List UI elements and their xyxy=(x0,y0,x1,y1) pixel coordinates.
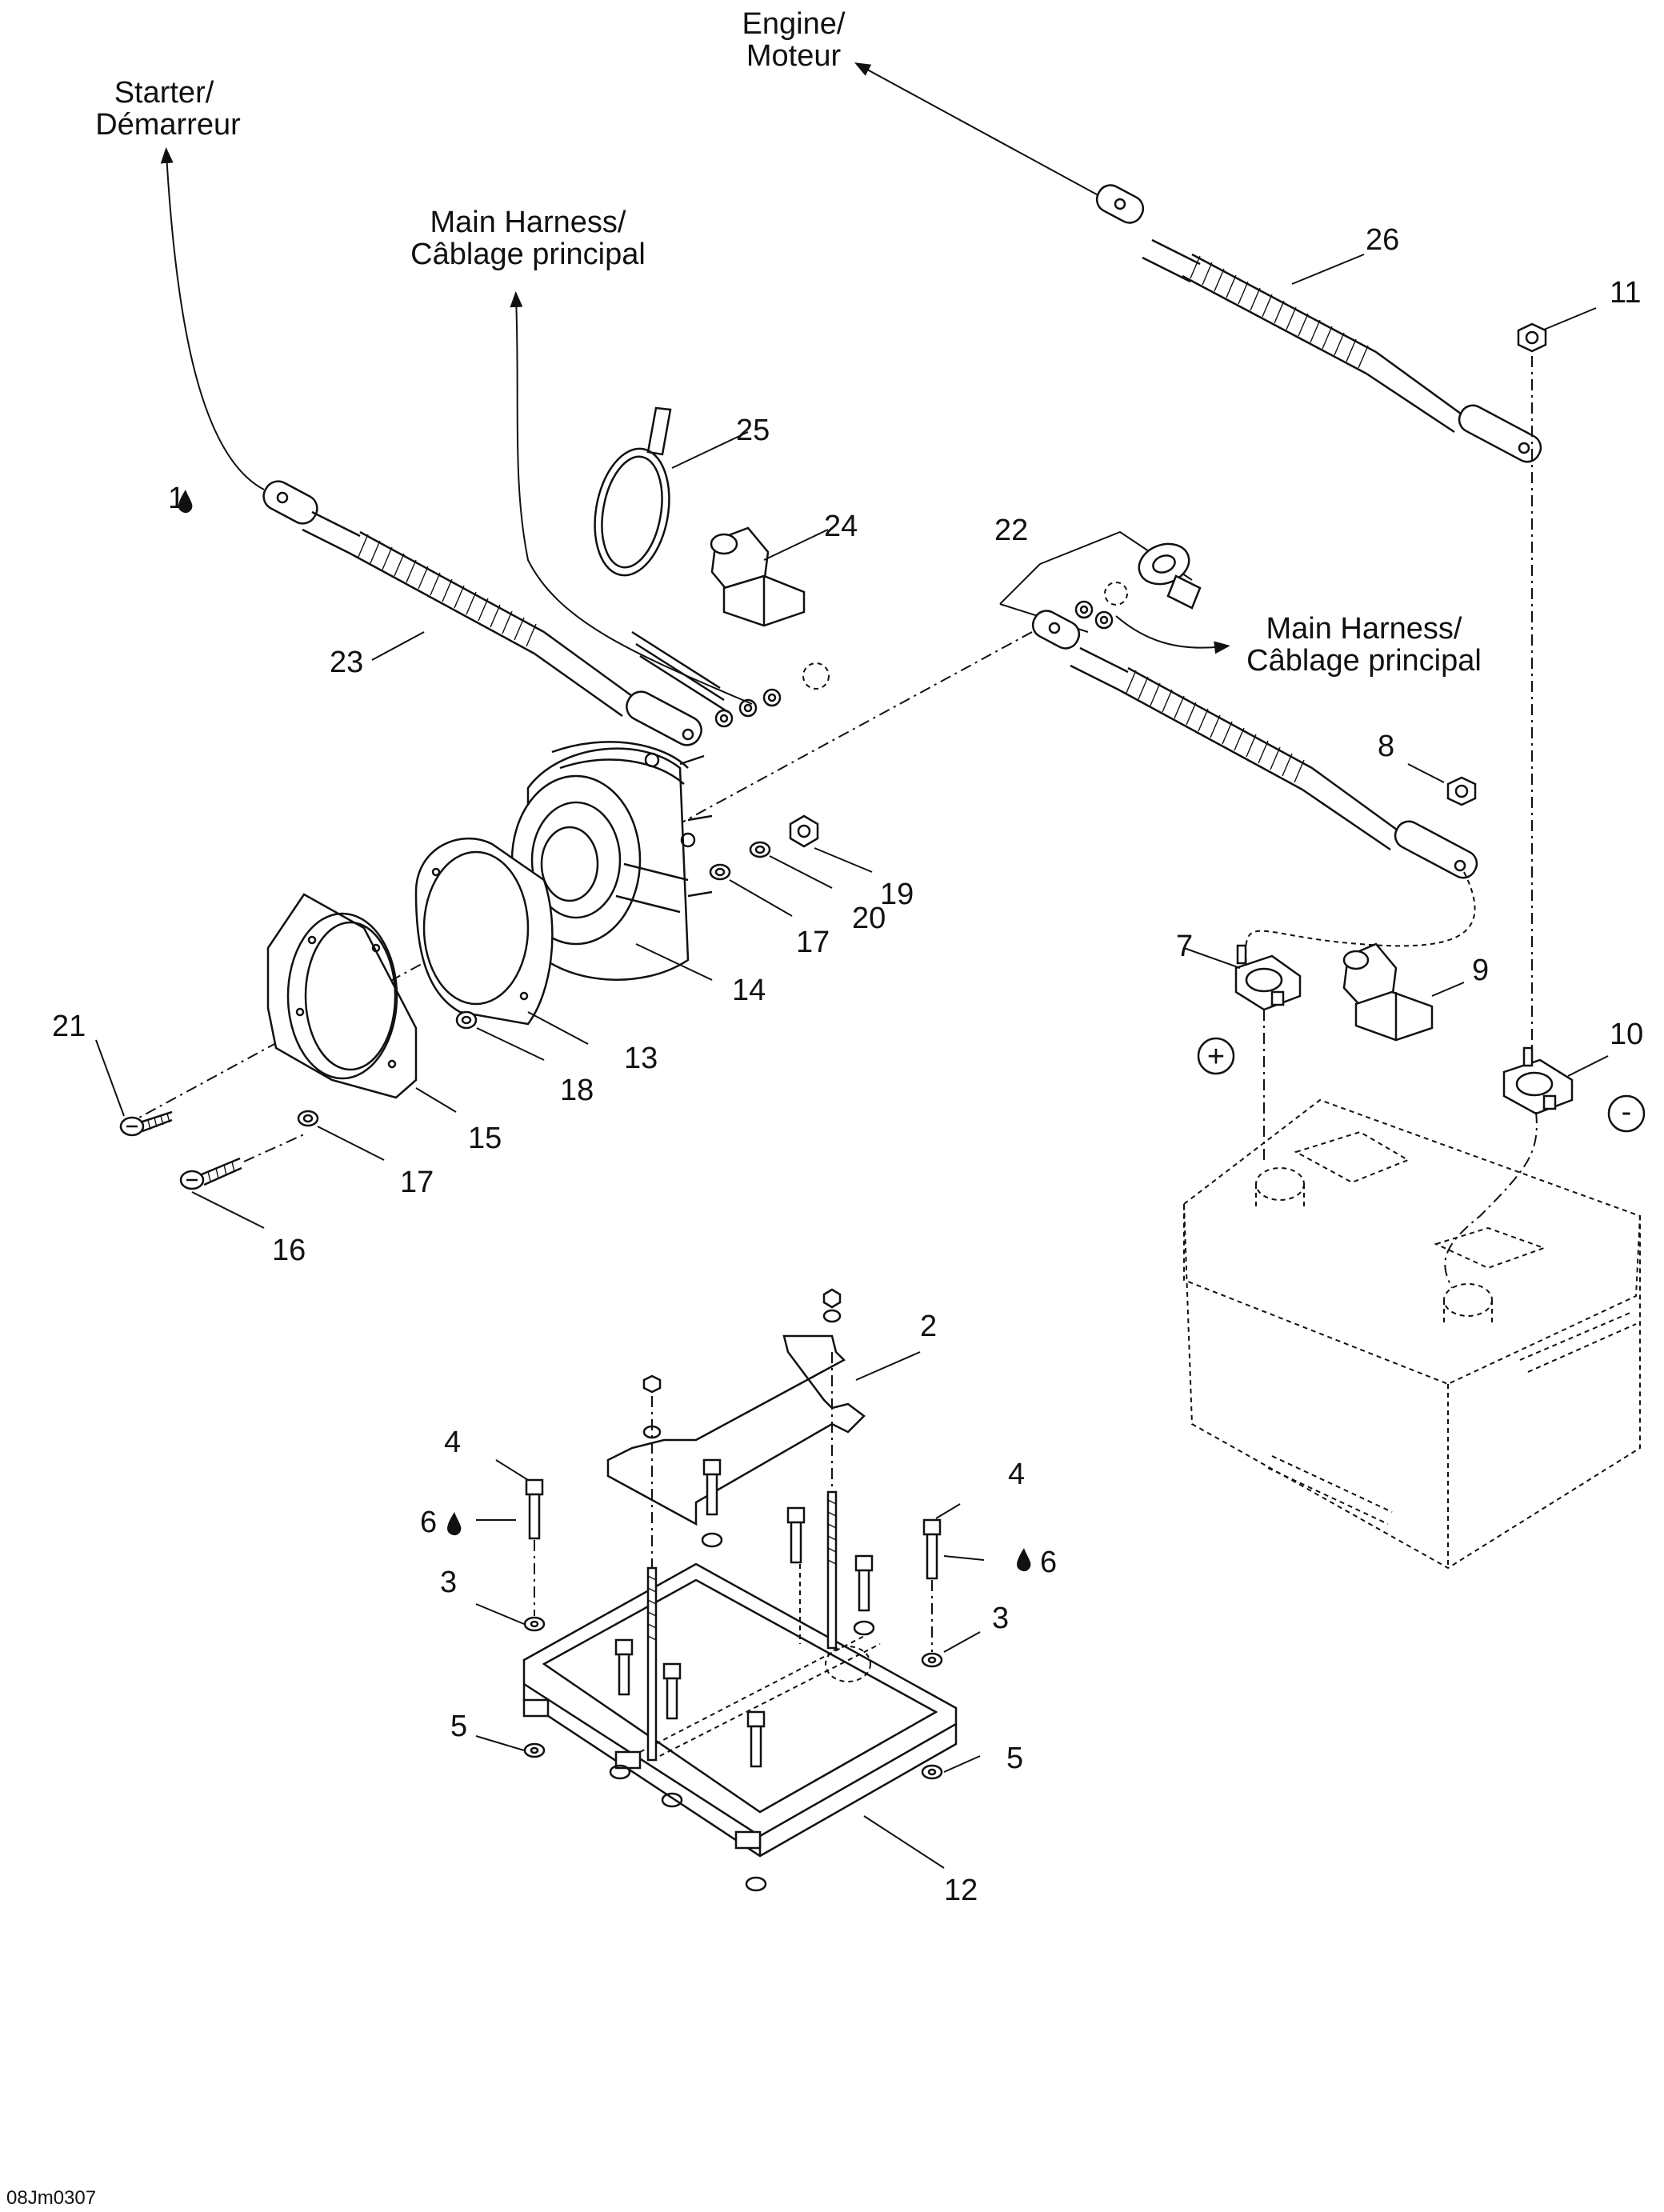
callout-3b: 3 xyxy=(992,1602,1009,1635)
callout-2: 2 xyxy=(920,1310,937,1343)
callout-6a: 6 xyxy=(420,1506,437,1539)
reference-code: 08Jm0307 xyxy=(6,2187,96,2209)
terminal-10-negative xyxy=(1444,1046,1609,1289)
label-engine: Engine/ Moteur xyxy=(742,7,846,73)
callout-leaders xyxy=(371,254,1597,661)
callout-4a: 4 xyxy=(444,1426,461,1459)
spacer-18 xyxy=(455,1010,545,1061)
svg-text:Câblage principal: Câblage principal xyxy=(1246,644,1482,678)
callout-10: 10 xyxy=(1610,1018,1643,1051)
svg-text:Démarreur: Démarreur xyxy=(95,108,241,142)
harness-wires-top xyxy=(510,291,830,728)
callout-11: 11 xyxy=(1610,276,1641,310)
svg-text:Starter/: Starter/ xyxy=(114,76,214,110)
nut-8 xyxy=(1407,763,1477,806)
screw-21 xyxy=(95,1039,173,1137)
boot-9 xyxy=(1342,942,1465,1042)
svg-text:+: + xyxy=(1207,1040,1225,1074)
callout-25: 25 xyxy=(736,414,770,447)
callout-4b: 4 xyxy=(1008,1458,1025,1491)
svg-text:Moteur: Moteur xyxy=(746,39,842,73)
callout-14: 14 xyxy=(732,974,766,1007)
drop-icon xyxy=(1017,1548,1031,1572)
cable-23-corrugation xyxy=(350,530,545,655)
lock-washer-20 xyxy=(749,841,833,889)
callout-12: 12 xyxy=(944,1874,978,1907)
svg-text:Main Harness/: Main Harness/ xyxy=(430,206,626,239)
flat-washer-17-top xyxy=(709,863,793,917)
callout-21: 21 xyxy=(52,1010,86,1043)
drop-icon xyxy=(447,1512,462,1536)
callout-26: 26 xyxy=(1366,223,1399,257)
nut-11 xyxy=(1517,322,1547,1064)
svg-text:Engine/: Engine/ xyxy=(742,7,846,41)
battery-tray-12 xyxy=(522,1562,958,1869)
gasket-13 xyxy=(414,837,589,1045)
callout-13: 13 xyxy=(624,1042,658,1075)
screw-16 xyxy=(179,1134,305,1229)
callout-20: 20 xyxy=(852,902,886,935)
callout-23: 23 xyxy=(330,646,363,679)
callout-19: 19 xyxy=(880,878,914,911)
callout-17b: 17 xyxy=(796,926,830,959)
callout-5b: 5 xyxy=(1006,1742,1023,1775)
cable-26-engine xyxy=(854,62,1542,463)
cable-26-corrugation xyxy=(1182,253,1377,375)
callout-9: 9 xyxy=(1472,954,1489,987)
cable-23-starter xyxy=(160,147,702,746)
svg-text:Main Harness/: Main Harness/ xyxy=(1266,612,1462,646)
callout-numbers: 1 2 3 3 4 4 5 5 6 6 7 8 9 10 11 12 13 14… xyxy=(52,223,1643,1907)
callout-7: 7 xyxy=(1176,930,1193,963)
terminal-7-positive xyxy=(1183,944,1302,1160)
callout-5a: 5 xyxy=(450,1710,467,1743)
drop-icon xyxy=(178,490,193,514)
callout-24: 24 xyxy=(824,510,858,543)
svg-text:-: - xyxy=(1622,1095,1632,1129)
boot-24 xyxy=(710,526,829,627)
positive-symbol: + xyxy=(1197,1037,1235,1075)
callout-16: 16 xyxy=(272,1234,306,1267)
callout-15: 15 xyxy=(468,1122,502,1155)
callout-6b: 6 xyxy=(1040,1546,1057,1579)
nut-19 xyxy=(789,814,873,873)
label-main-harness-top: Main Harness/ Câblage principal xyxy=(410,206,646,271)
bracket-15 xyxy=(266,893,457,1113)
callout-3a: 3 xyxy=(440,1566,457,1599)
callout-18: 18 xyxy=(560,1074,594,1107)
callout-22: 22 xyxy=(994,514,1028,547)
svg-text:Câblage principal: Câblage principal xyxy=(410,238,646,271)
flat-washer-17-bottom xyxy=(297,1110,385,1161)
battery-phantom xyxy=(1183,1098,1642,1570)
negative-symbol: - xyxy=(1607,1094,1646,1133)
cable-22-group xyxy=(999,530,1478,985)
tray-hardware xyxy=(475,1288,985,1892)
label-starter: Starter/ Démarreur xyxy=(95,76,241,142)
hold-down-bar-2 xyxy=(606,1334,921,1526)
callout-17a: 17 xyxy=(400,1166,434,1199)
label-main-harness-right: Main Harness/ Câblage principal xyxy=(1246,612,1482,678)
tie-wrap-25 xyxy=(594,406,749,577)
callout-8: 8 xyxy=(1378,730,1394,763)
